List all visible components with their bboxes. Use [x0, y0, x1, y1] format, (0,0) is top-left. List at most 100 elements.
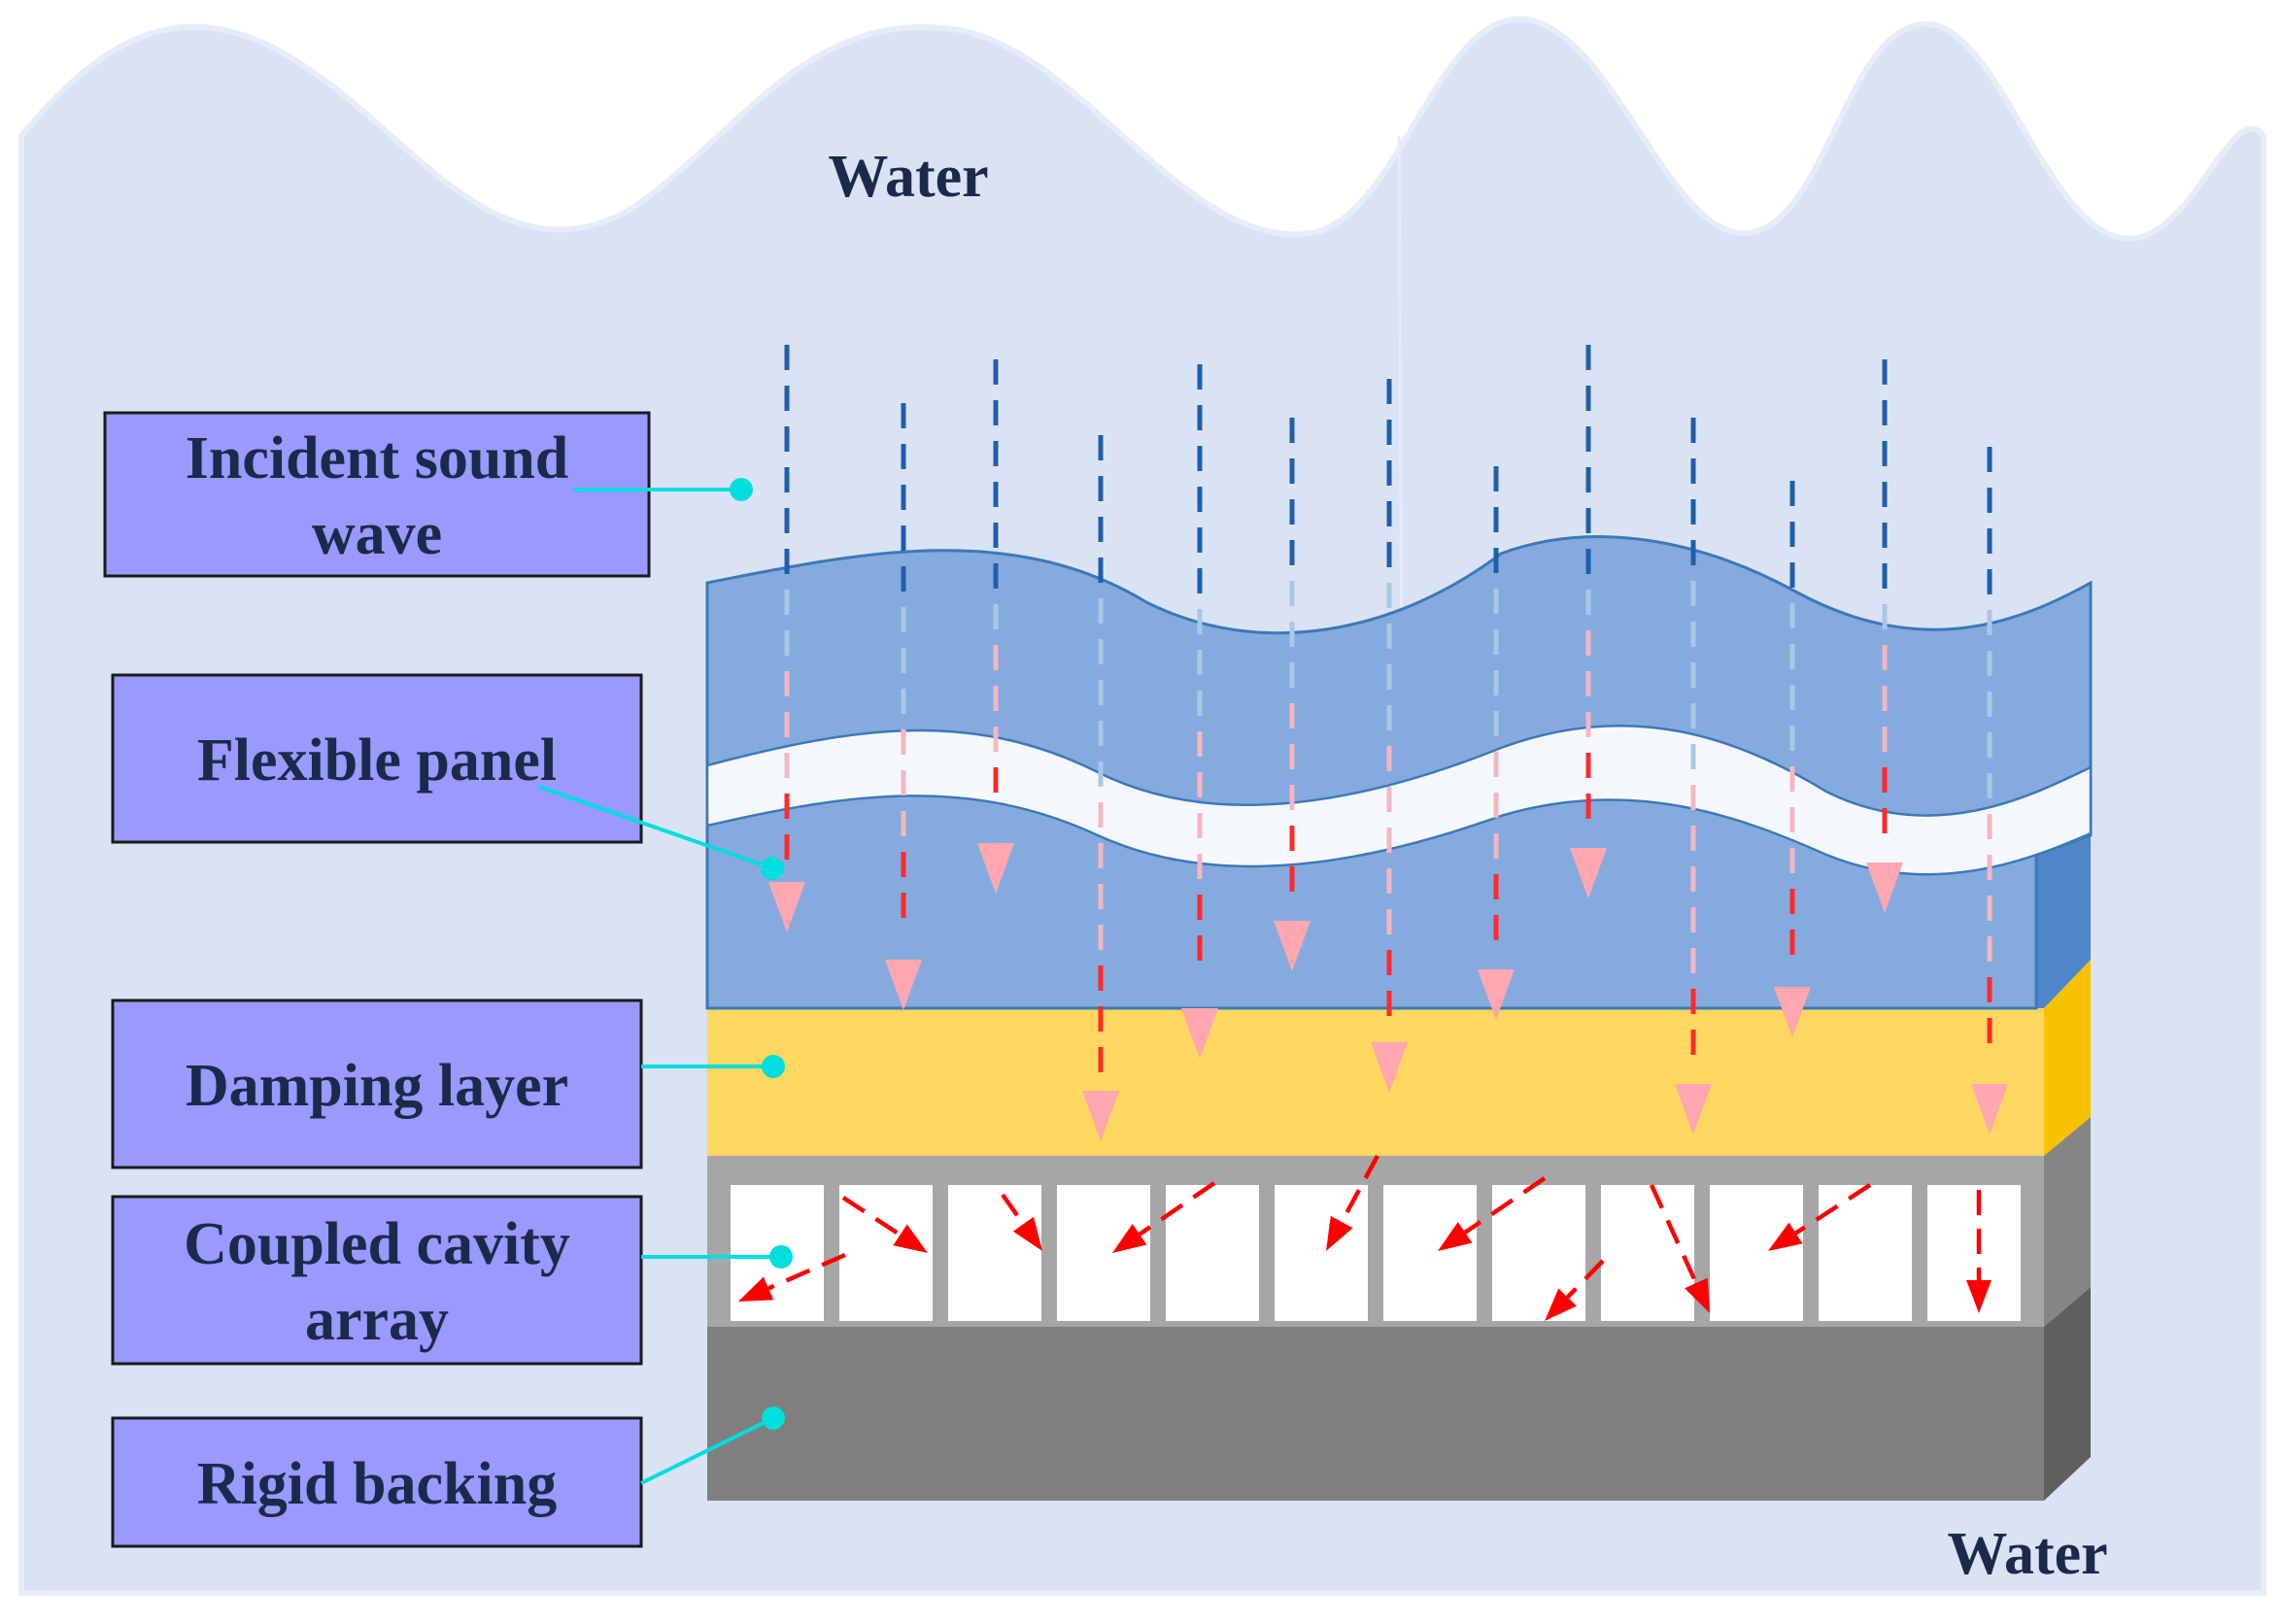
- cavity-arrow: [1438, 1176, 1547, 1251]
- incident-arrowhead: [1478, 969, 1515, 1020]
- cavity-arrow: [1326, 1154, 1379, 1251]
- incident-arrowhead: [768, 882, 805, 932]
- cavity-cell: [1275, 1185, 1368, 1321]
- cavity-arrowhead: [1768, 1222, 1803, 1251]
- label-incident: Incident sound wave: [103, 411, 753, 578]
- cavity-arrow-shaft: [1138, 1181, 1216, 1236]
- label-box: [111, 673, 643, 844]
- label-rigid: Rigid backing: [111, 1406, 785, 1548]
- incident-arrow: [1570, 345, 1607, 898]
- cavity-arrowhead: [1438, 1222, 1473, 1251]
- cavity-cell: [1057, 1185, 1150, 1321]
- rigid-backing-side: [2044, 1287, 2091, 1501]
- cavity-arrowhead: [738, 1276, 774, 1302]
- label-box: [111, 1195, 643, 1366]
- cavity-arrowhead: [1685, 1277, 1710, 1313]
- incident-arrowhead: [1082, 1091, 1119, 1141]
- incident-arrow: [1971, 447, 2008, 1134]
- cavity-cell: [1492, 1185, 1585, 1321]
- incident-arrow: [1274, 418, 1311, 971]
- cavity-arrow-shaft: [1794, 1183, 1872, 1235]
- cavity-arrow-shaft: [1001, 1193, 1026, 1226]
- cavity-cell: [1601, 1185, 1694, 1321]
- incident-sound-arrows: [768, 345, 2008, 1141]
- incident-arrow: [1371, 379, 1408, 1093]
- cavity-arrow: [1112, 1181, 1216, 1253]
- panel-side: [2036, 835, 2091, 1008]
- damping-layer: [707, 960, 2091, 1156]
- label-text: Flexible panel: [197, 727, 557, 794]
- cavity-cell: [1383, 1185, 1477, 1321]
- panel-band: [705, 725, 2093, 876]
- incident-arrow: [977, 359, 1014, 894]
- leader-dot: [730, 478, 753, 501]
- rigid-backing-front: [707, 1327, 2044, 1501]
- incident-arrowhead: [1274, 921, 1311, 971]
- leader-line: [538, 785, 773, 870]
- incident-arrow: [768, 345, 805, 932]
- label-text: Incident sound: [186, 425, 569, 491]
- cavity-arrow: [1649, 1184, 1710, 1313]
- cavity-cell: [1819, 1185, 1912, 1321]
- leader-line: [640, 1416, 774, 1485]
- cavity-arrow-shaft: [1649, 1184, 1698, 1284]
- panel-body: [705, 535, 2093, 1010]
- cavity-reflection-arrows: [738, 1154, 1992, 1321]
- cavity-arrowhead: [1545, 1288, 1577, 1321]
- cavity-arrow: [1545, 1259, 1605, 1321]
- leader-dot: [762, 1055, 785, 1078]
- cavity-arrow-shaft: [841, 1196, 902, 1237]
- incident-arrowhead: [1774, 987, 1811, 1037]
- damping-front: [707, 1008, 2044, 1156]
- leader-dot: [761, 857, 784, 880]
- incident-arrow: [1866, 359, 1903, 913]
- incident-arrowhead: [1181, 1008, 1218, 1059]
- cavity-arrowhead: [1966, 1280, 1992, 1313]
- incident-arrowhead: [1675, 1084, 1712, 1134]
- label-flexible: Flexible panel: [111, 673, 784, 880]
- cavity-cell: [1710, 1185, 1803, 1321]
- cavity-arrowhead: [1012, 1216, 1042, 1251]
- water-bottom-label: Water: [1947, 1521, 2107, 1587]
- label-text: wave: [312, 501, 442, 567]
- cavity-arrow-shaft: [1463, 1176, 1547, 1235]
- label-box: [103, 411, 651, 578]
- cavity-arrowhead: [1112, 1224, 1147, 1253]
- cavity-arrow: [841, 1196, 928, 1253]
- cavity-arrow-shaft: [1566, 1259, 1605, 1300]
- cavity-frame-side: [2044, 1117, 2091, 1327]
- incident-arrowhead: [977, 843, 1014, 894]
- incident-arrowhead: [885, 960, 922, 1010]
- cavity-arrow: [738, 1252, 846, 1302]
- cavity-arrow-shaft: [1340, 1154, 1379, 1224]
- cavity-arrowhead: [893, 1224, 928, 1253]
- cavity-arrow: [1966, 1190, 1992, 1313]
- leader-dot: [769, 1245, 793, 1269]
- label-damping: Damping layer: [111, 998, 785, 1169]
- cavity-cell: [948, 1185, 1041, 1321]
- incident-arrowhead: [1570, 848, 1607, 898]
- cavity-arrow-shaft: [767, 1252, 846, 1291]
- label-text: Rigid backing: [197, 1451, 557, 1517]
- label-box: [111, 998, 643, 1169]
- incident-arrow: [1675, 418, 1712, 1134]
- incident-arrow: [885, 403, 922, 1010]
- leader-dot: [762, 1406, 785, 1430]
- cavity-arrow: [1768, 1183, 1872, 1251]
- cavity-arrowhead: [1326, 1215, 1353, 1251]
- incident-arrowhead: [1866, 863, 1903, 913]
- damping-side: [2044, 960, 2091, 1156]
- water-top-label: Water: [828, 144, 988, 210]
- flexible-panel: [705, 535, 2093, 1010]
- incident-arrow: [1478, 466, 1515, 1020]
- cavity-cell: [1927, 1185, 2021, 1321]
- incident-arrowhead: [1371, 1042, 1408, 1093]
- rigid-backing: [707, 1287, 2091, 1501]
- label-text: Coupled cavity: [184, 1211, 570, 1277]
- incident-arrow: [1774, 481, 1811, 1037]
- incident-arrow: [1082, 435, 1119, 1141]
- incident-arrowhead: [1971, 1084, 2008, 1134]
- label-text: Damping layer: [186, 1053, 568, 1119]
